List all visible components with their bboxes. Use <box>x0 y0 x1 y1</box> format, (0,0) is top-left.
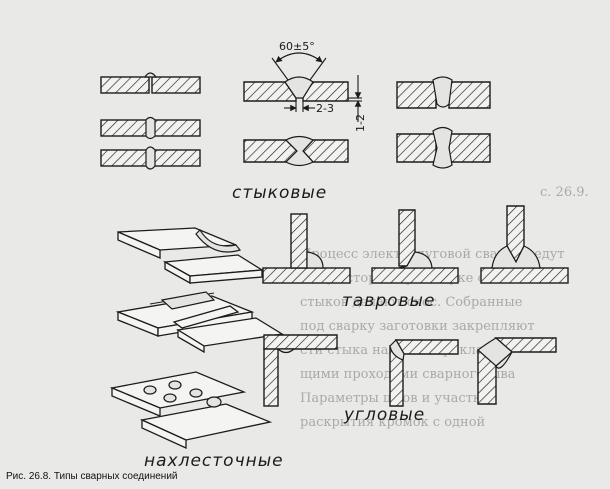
butt-joint-square-both-sides <box>100 116 201 140</box>
svg-text:с. 26.9.: с. 26.9. <box>540 185 589 200</box>
corner-joints-label: угловые <box>343 405 425 425</box>
lap-joint-spot-weld <box>109 371 273 450</box>
tee-joints: тавровые <box>262 205 569 311</box>
butt-joint-u-groove <box>396 76 491 109</box>
svg-text:стыков делают скос. Собранные: стыков делают скос. Собранные <box>300 295 523 310</box>
butt-joints-label: стыковые <box>232 183 327 203</box>
butt-joint-v-groove: 60±5° 2-3 1-2 <box>243 40 367 132</box>
corner-joint-two <box>389 339 459 407</box>
tee-joints-label: тавровые <box>342 291 435 311</box>
svg-text:под сварку заготовки закрепляю: под сварку заготовки закрепляют <box>300 319 535 334</box>
svg-text:щими проходами сварного шва: щими проходами сварного шва <box>300 367 516 382</box>
butt-joint-x-groove <box>243 135 349 167</box>
angle-dimension: 60±5° <box>279 40 315 53</box>
tee-joint-bevel <box>371 209 459 284</box>
corner-joints: угловые <box>263 334 557 425</box>
figure-caption: Рис. 26.8. Типы сварных соединений <box>6 471 178 482</box>
tee-joint-one-side <box>262 213 351 284</box>
bluntness-dimension: 1-2 <box>354 114 367 132</box>
background-text-bleed: с. 26.9. Процесс электродуговой сварки в… <box>300 185 589 430</box>
butt-joints: 60±5° 2-3 1-2 <box>100 40 491 203</box>
tee-joint-double-bevel <box>480 205 569 284</box>
lap-joint-plates <box>117 227 265 285</box>
lap-joints-label: нахлесточные <box>144 451 284 471</box>
butt-joint-double-u-groove <box>396 126 491 169</box>
gap-dimension: 2-3 <box>316 102 334 115</box>
corner-joint-three <box>477 337 557 405</box>
lap-joint-slot-weld <box>115 291 284 354</box>
svg-text:раскрытия кромок с одной: раскрытия кромок с одной <box>300 415 485 430</box>
butt-joint-square-one-side <box>100 72 201 94</box>
corner-joint-one <box>263 334 338 407</box>
lap-joints: нахлесточные <box>109 227 284 471</box>
butt-joint-square-double <box>100 146 201 170</box>
